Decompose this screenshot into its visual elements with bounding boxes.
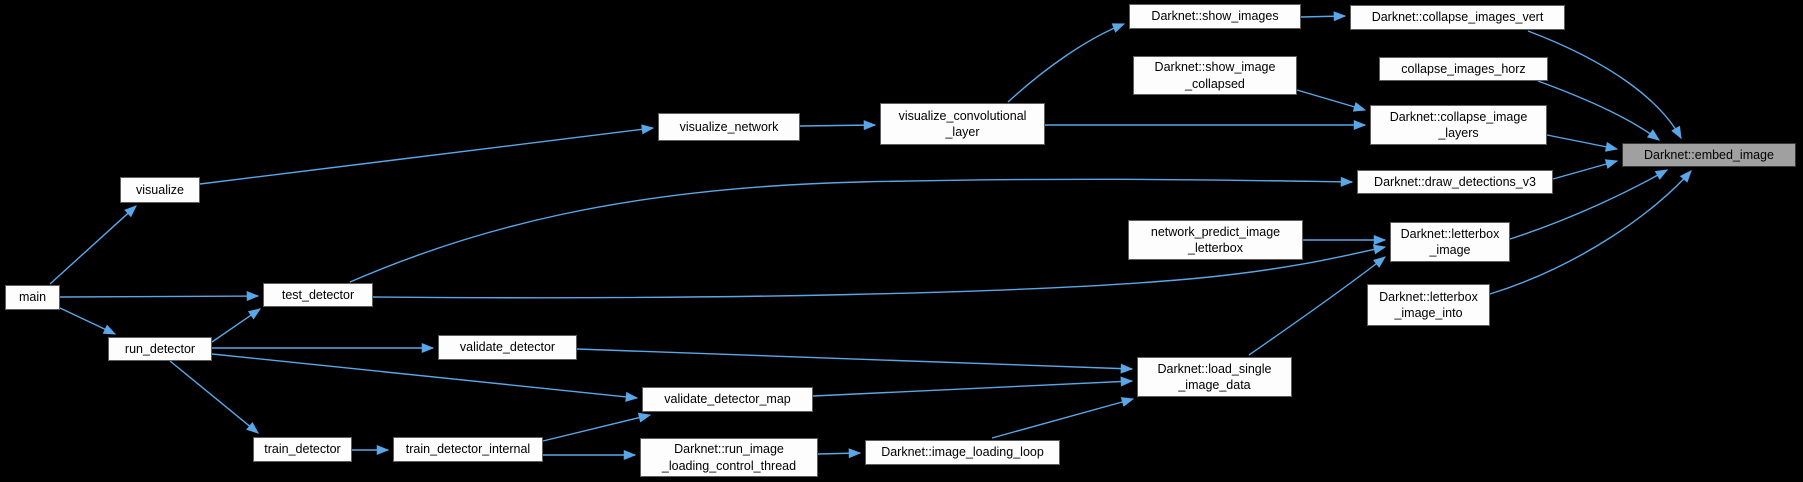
edge-load_single_image_data-to-letterbox_image [1248,256,1386,356]
edge-collapse_images_horz-to-embed_image [1537,80,1661,141]
edge-run_detector-to-test_detector [211,308,262,343]
edge-collapse_image_layers-to-embed_image [1546,134,1619,152]
node-load_single_image_data[interactable]: Darknet::load_single _image_data [1137,357,1292,397]
edge-visualize-to-visualize_network [199,124,655,185]
edge-draw_detections_v3-to-embed_image [1552,159,1619,180]
node-show_images[interactable]: Darknet::show_images [1129,4,1301,29]
node-run_image_loading_control_thread[interactable]: Darknet::run_image _loading_control_thre… [640,438,818,477]
node-draw_detections_v3[interactable]: Darknet::draw_detections_v3 [1357,170,1553,194]
node-run_detector[interactable]: run_detector [108,337,212,361]
node-collapse_image_layers[interactable]: Darknet::collapse_image _layers [1370,105,1547,145]
node-show_image_collapsed[interactable]: Darknet::show_image _collapsed [1133,56,1297,95]
edge-run_detector-to-train_detector [169,360,259,434]
edge-visualize_network-to-visualize_convolutional_layer [799,120,877,131]
edge-collapse_images_vert-to-embed_image [1527,30,1682,140]
edge-run_image_loading_control_thread-to-image_loading_loop [817,448,862,459]
node-visualize[interactable]: visualize [120,177,200,203]
node-visualize_network[interactable]: visualize_network [658,113,800,141]
node-collapse_images_vert[interactable]: Darknet::collapse_images_vert [1350,5,1565,30]
edge-letterbox_image-to-embed_image [1509,169,1669,240]
edge-main-to-test_detector [59,291,260,302]
edge-show_image_collapsed-to-collapse_image_layers [1296,89,1367,112]
edge-letterbox_image_into-to-embed_image [1489,170,1692,295]
edge-train_detector_internal-to-validate_detector_map [542,412,652,442]
node-image_loading_loop[interactable]: Darknet::image_loading_loop [865,440,1060,465]
edge-image_loading_loop-to-load_single_image_data [991,397,1135,439]
edge-main-to-visualize [49,205,137,285]
node-embed_image: Darknet::embed_image [1622,143,1796,167]
edge-validate_detector-to-load_single_image_data [576,348,1134,374]
edge-run_detector-to-validate_detector_map [211,353,639,402]
edge-main-to-run_detector [59,307,117,335]
edge-show_images-to-collapse_images_vert [1300,11,1347,22]
node-test_detector[interactable]: test_detector [263,283,373,307]
node-validate_detector_map[interactable]: validate_detector_map [642,387,813,412]
node-validate_detector[interactable]: validate_detector [438,335,577,360]
node-network_predict_image_letterbox[interactable]: network_predict_image _letterbox [1128,220,1303,260]
node-visualize_convolutional_layer[interactable]: visualize_convolutional _layer [880,103,1045,145]
edge-validate_detector_map-to-load_single_image_data [812,376,1134,397]
node-collapse_images_horz[interactable]: collapse_images_horz [1379,57,1548,81]
node-main[interactable]: main [5,285,60,310]
node-letterbox_image[interactable]: Darknet::letterbox _image [1390,222,1510,262]
node-train_detector[interactable]: train_detector [253,437,352,462]
node-train_detector_internal[interactable]: train_detector_internal [393,437,543,462]
edge-test_detector-to-draw_detections_v3 [349,176,1354,283]
node-letterbox_image_into[interactable]: Darknet::letterbox _image_into [1367,284,1490,326]
edge-test_detector-to-letterbox_image [372,244,1387,299]
edge-visualize_convolutional_layer-to-show_images [1007,23,1126,103]
